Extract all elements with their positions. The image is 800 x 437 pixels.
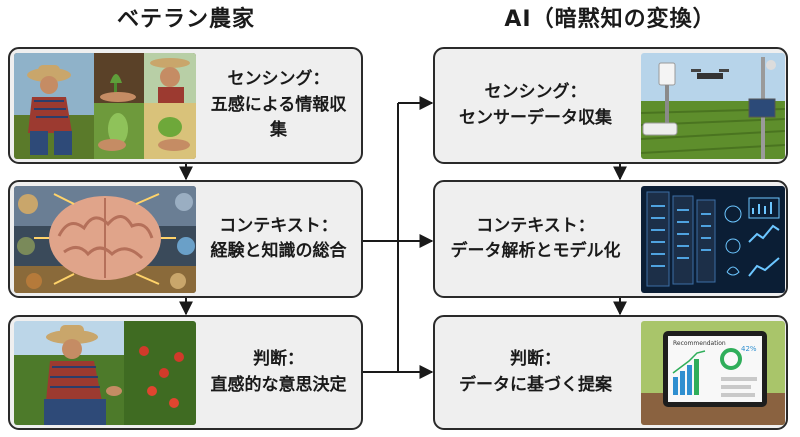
veteran-farmer-title: ベテラン農家 (116, 7, 255, 32)
farmer-context-line-1: コンテキスト： (219, 215, 338, 236)
ai-context-line-1: コンテキスト： (476, 215, 595, 236)
farmer-judgment-line-2: 直感的な意思決定 (210, 374, 347, 395)
ai-context-box: コンテキスト： データ解析とモデル化 (433, 180, 788, 298)
farmer-sensing-collage-image (14, 53, 196, 159)
ai-context-text: コンテキスト： データ解析とモデル化 (437, 182, 634, 296)
ai-sensing-text: センシング： センサーデータ収集 (437, 49, 634, 162)
farmer-sensing-box: センシング： 五感による情報収 集 (8, 47, 363, 164)
ai-sensing-line-2: センサーデータ収集 (459, 107, 612, 128)
farmer-judgment-box: 判断： 直感的な意思決定 (8, 315, 363, 430)
farmer-sensing-line-1: センシング： (227, 69, 330, 90)
ai-judgment-line-2: データに基づく提案 (459, 374, 612, 395)
ai-title: AI（暗黙知の変換） (504, 7, 716, 32)
farmer-sensing-text: センシング： 五感による情報収 集 (200, 49, 357, 162)
ai-judgment-box: 判断： データに基づく提案 Recommendation 42% (433, 315, 788, 430)
tablet-heading: Recommendation (673, 340, 726, 347)
farmer-context-text: コンテキスト： 経験と知識の総合 (200, 182, 357, 296)
ai-sensing-line-1: センシング： (484, 82, 587, 102)
sensors-field-image (641, 53, 785, 159)
ai-context-line-2: データ解析とモデル化 (450, 241, 621, 261)
tablet-recommendation-image: Recommendation 42% (641, 321, 785, 425)
tablet-percent: 42% (741, 345, 757, 353)
farmer-sensing-line-3: 集 (270, 120, 287, 141)
brain-knowledge-image (14, 186, 196, 293)
ai-judgment-line-1: 判断： (510, 349, 561, 369)
farmer-context-line-2: 経験と知識の総合 (210, 241, 347, 261)
farmer-judgment-line-1: 判断： (253, 349, 304, 369)
farmer-field-image (14, 321, 196, 425)
ai-judgment-text: 判断： データに基づく提案 (437, 317, 634, 428)
farmer-judgment-text: 判断： 直感的な意思決定 (200, 317, 357, 428)
farmer-sensing-line-2: 五感による情報収 (210, 94, 347, 115)
ai-sensing-box: センシング： センサーデータ収集 (433, 47, 788, 164)
farmer-context-box: コンテキスト： 経験と知識の総合 (8, 180, 363, 298)
data-analytics-image (641, 186, 785, 293)
